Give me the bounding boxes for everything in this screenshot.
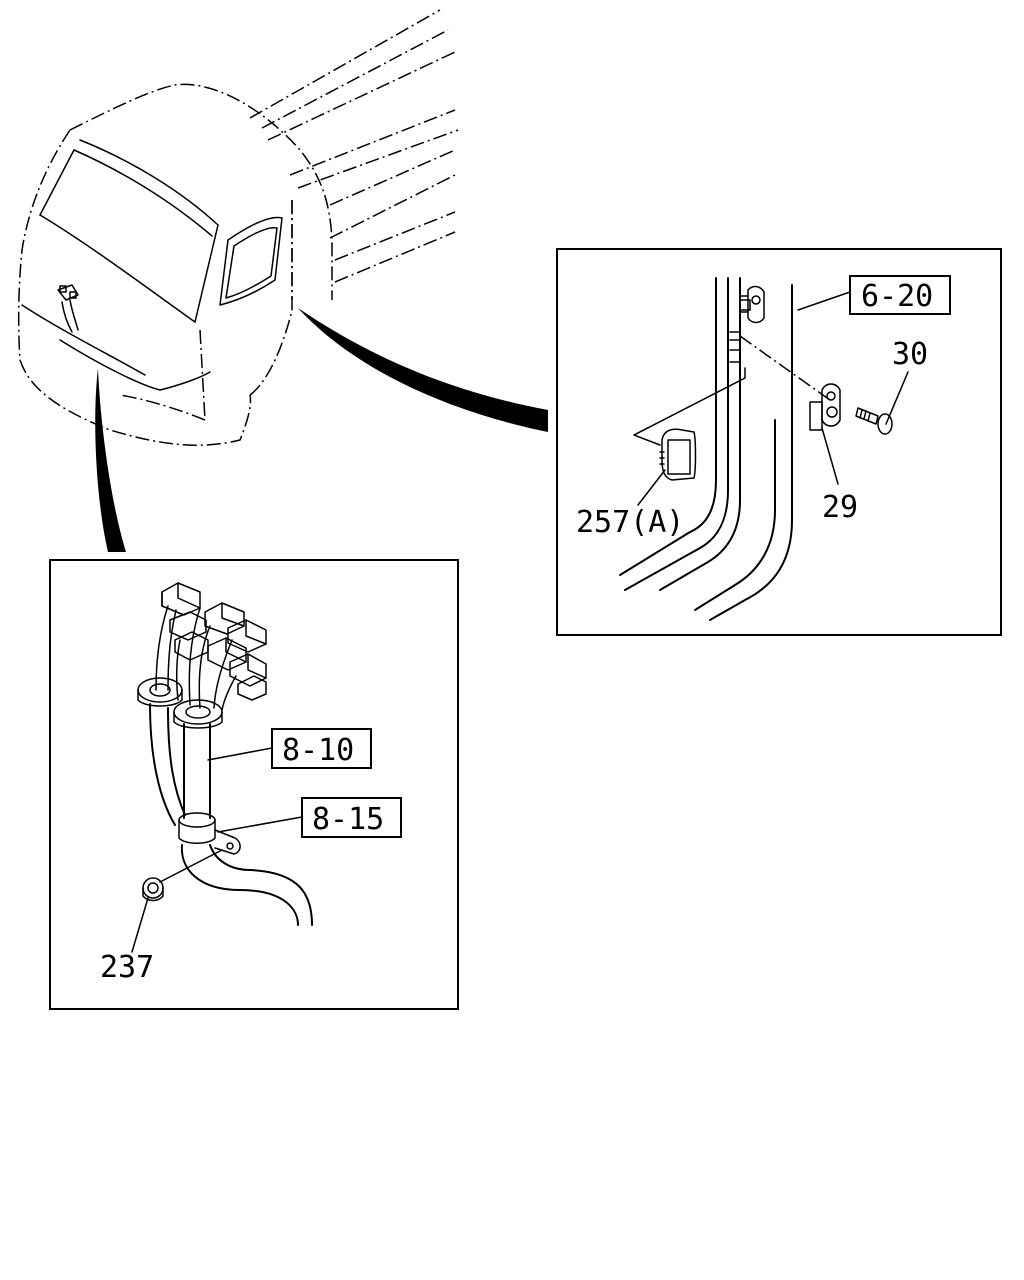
ref-box-harness [271,728,372,769]
part-label-nut: 237 [100,950,154,985]
ref-box-door [849,275,951,315]
detail-frame-door [556,248,1002,636]
leader-wedge-door [298,308,548,432]
ref-label-clip: 8-15 [312,802,384,837]
ref-box-clip [301,797,402,838]
ref-label-harness: 8-10 [282,733,354,768]
door-switch-detail: 6-20 30 29 257(A) [556,248,1002,636]
harness-detail: 8-10 8-15 237 [49,559,459,1010]
part-label-switch: 29 [822,490,858,525]
truck-cab-illustration [17,9,459,446]
detail-frame-harness [49,559,459,1010]
ref-label-door: 6-20 [861,279,933,314]
leader-wedge-harness [95,368,126,552]
part-label-bolt: 30 [892,337,928,372]
part-label-connector: 257(A) [576,505,684,540]
